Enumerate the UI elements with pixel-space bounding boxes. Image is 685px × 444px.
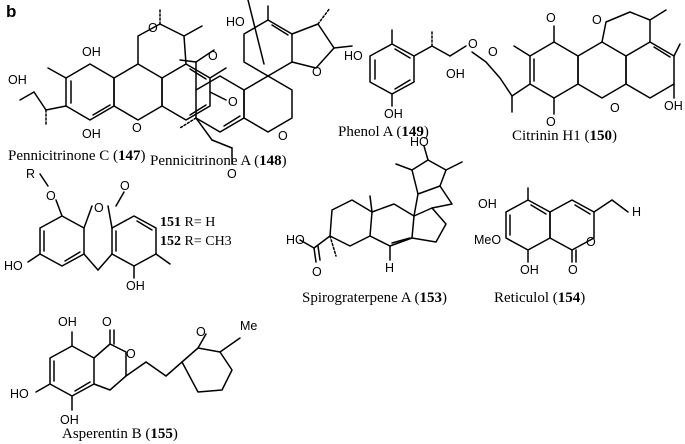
caption-153: Spirograterpene A (153) [302,290,447,306]
atom-150-o-ring: O [610,101,620,115]
structure-154: OH MeO OH O O H [474,187,641,277]
atom-151-oh: OH [126,279,145,293]
ring-153-b [369,203,415,247]
atom-151-o-carbonyl: O [120,179,130,193]
caption-148: Pennicitrinone A (148) [150,153,287,169]
atom-154-oh-bottom: OH [520,263,539,277]
atom-148-o-ring: O [278,129,288,143]
ring-150-a [529,41,579,99]
ring-154-a [505,199,551,251]
r-label-152: 152 R= CH3 [160,234,232,249]
atom-154-o-ring: O [586,235,596,249]
atom-151-ho: HO [4,259,23,273]
atom-155-me: Me [240,319,257,333]
atom-151-o-ether: O [46,189,56,203]
ring-153-d [413,185,453,217]
panel-label: b [6,2,16,21]
ring-154-b [549,199,595,251]
ring-147-d [137,23,187,65]
structure-149: HO OH OH [344,29,467,121]
ring-151-a [39,215,85,267]
structure-148: HO O O O O [179,0,353,181]
atom-147-o-carbonyl: O [228,95,238,109]
atom-147-o-ring: O [132,121,142,135]
ring-147-c [161,63,211,121]
atom-155-oh-top: OH [58,315,77,329]
atom-148-o-carbonyl: O [227,167,237,181]
atom-148-o-pyran: O [208,49,218,63]
atom-154-h: H [632,205,641,219]
caption-149: Phenol A (149) [338,124,429,140]
ring-151-b [111,215,157,267]
atom-150-o-bottom: O [546,115,556,129]
atom-151-o-lactone: O [94,201,104,215]
atom-155-o-pyran: O [196,325,206,339]
ring-148-b [243,75,293,133]
atom-154-meo: MeO [474,233,501,247]
atom-153-h: H [385,261,394,275]
atom-150-o-formyl: O [468,37,478,51]
atom-153-ho-acid: HO [286,233,305,247]
atom-147-oh-top: OH [82,45,101,59]
ring-155-a [49,345,95,397]
atom-155-o-lactone: O [126,347,136,361]
atom-150-o-pyran: O [592,13,602,27]
caption-150: Citrinin H1 (150) [512,128,617,144]
atom-148-ho: HO [226,15,245,29]
atom-150-o-ester: O [488,45,498,59]
ring-147-b [113,63,163,121]
atom-147-oh-side: OH [8,73,27,87]
r-label-151: 151 R= H [160,215,215,230]
atom-148-o-furan: O [312,65,322,79]
ring-147-a [65,63,115,121]
ring-148-c [243,19,293,77]
structure-147: OH OH OH O O O [8,9,238,141]
atom-155-o-carbonyl: O [102,315,112,329]
atom-147-oh-bottom: OH [82,127,101,141]
caption-154: Reticulol (154) [494,290,585,306]
ring-150-c [625,41,675,99]
atom-155-oh-bottom: OH [60,413,79,427]
ring-150-d [601,11,651,43]
ring-153-c [411,207,447,243]
atom-153-o-acid: O [312,265,322,279]
structure-150: O O O O OH O O [468,9,683,129]
atom-155-ho-left: HO [10,387,29,401]
atom-154-o-carbonyl: O [568,263,578,277]
atom-149-oh-bottom: OH [384,107,403,121]
ring-155-b [93,343,127,391]
ring-153-e [411,159,447,195]
atom-153-ho: HO [410,135,429,149]
ring-149 [369,43,415,95]
ring-148-d [291,23,335,69]
structure-153: HO HO O H [286,135,463,279]
structure-151-152: R O O O HO OH [4,167,171,293]
ring-153-a [329,199,373,247]
ring-150-b [577,41,627,99]
atom-150-o-top: O [546,11,556,25]
atom-149-ho: HO [344,49,363,63]
atom-147-o-pyran: O [148,21,158,35]
ring-155-c [181,347,233,393]
atom-151-r: R [26,167,35,181]
caption-155: Asperentin B (155) [62,426,178,442]
caption-147: Pennicitrinone C (147) [8,148,146,164]
atom-149-oh-side: OH [446,67,465,81]
structure-155: OH O O HO OH O Me [10,315,257,427]
atom-150-oh: OH [664,99,683,113]
atom-154-oh-top: OH [478,197,497,211]
